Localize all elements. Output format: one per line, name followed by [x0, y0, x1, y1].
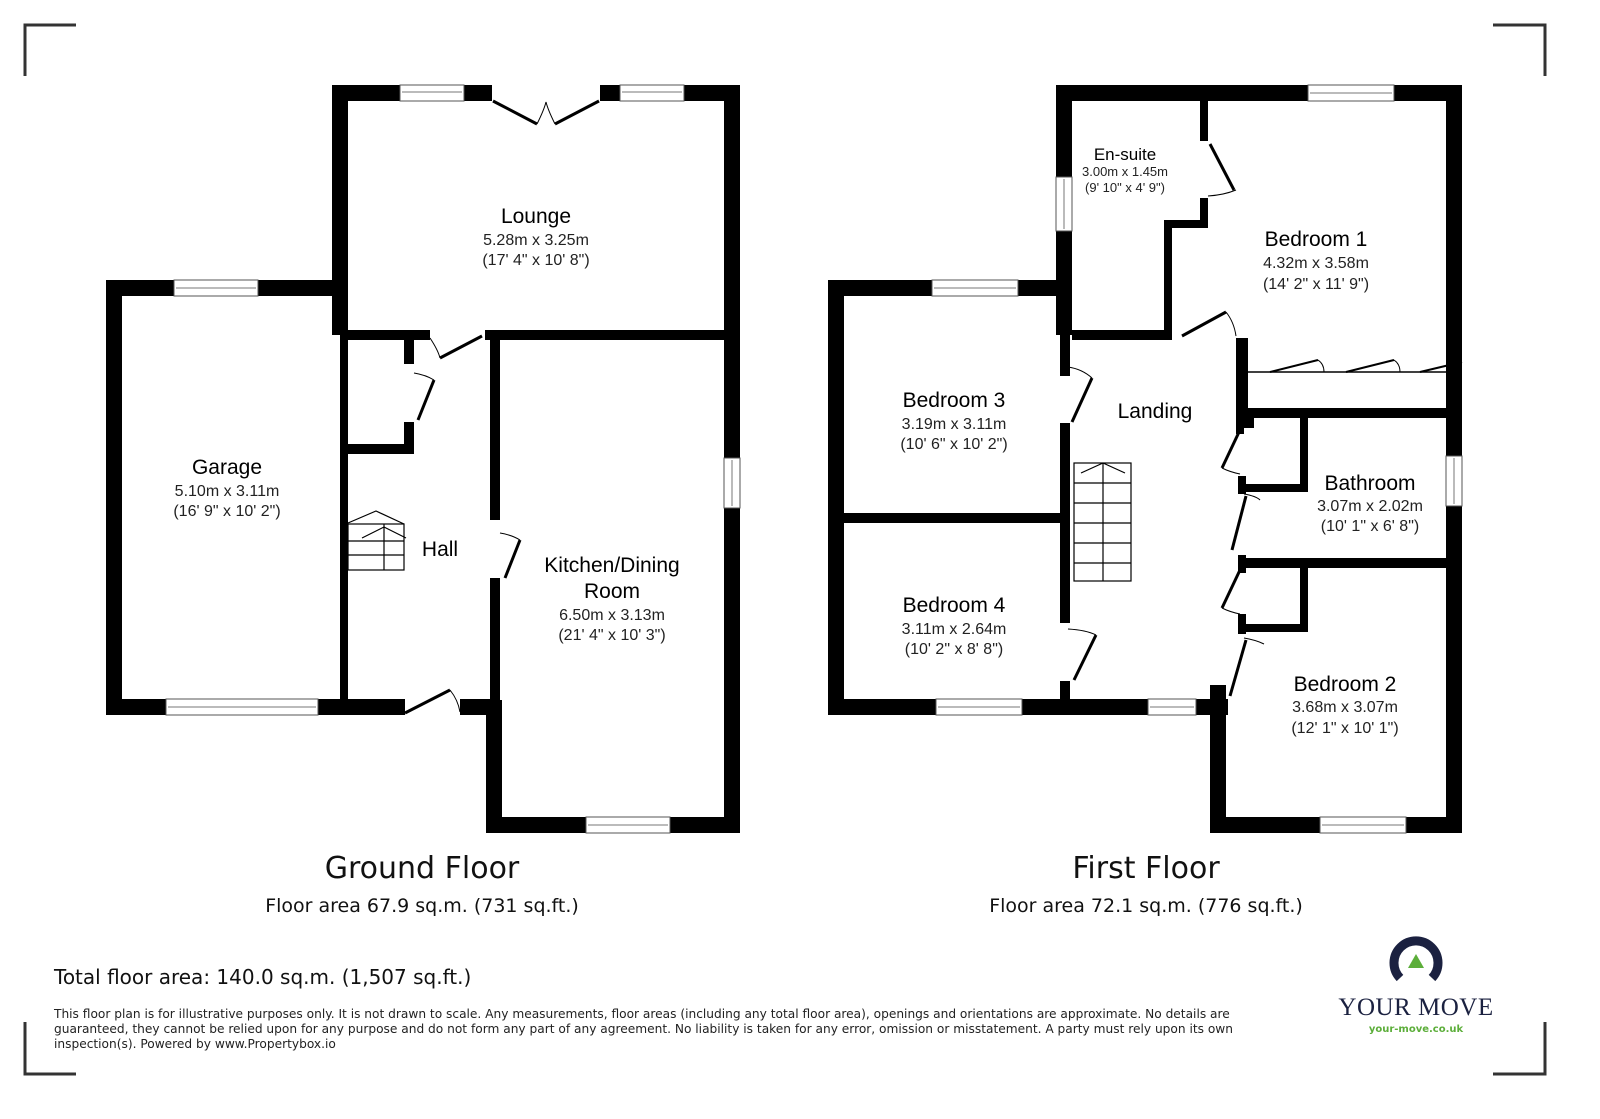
- door: [1230, 495, 1248, 551]
- door: [1220, 429, 1242, 469]
- logo-wordmark: YOUR MOVE: [1338, 994, 1494, 1021]
- room-ensuite-metric: 3.00m x 1.45m: [1082, 164, 1168, 179]
- room-kitchen-imperial: (21' 4" x 10' 3"): [558, 627, 665, 644]
- door: [1220, 569, 1242, 609]
- room-bedroom3-name: Bedroom 3: [903, 389, 1006, 412]
- window: [399, 84, 465, 102]
- room-bedroom1-metric: 4.32m x 3.58m: [1263, 255, 1369, 272]
- door: [1208, 143, 1236, 191]
- door: [1181, 310, 1227, 338]
- french-door: [492, 99, 538, 126]
- room-lounge-imperial: (17' 4" x 10' 8"): [482, 252, 589, 269]
- room-lounge-metric: 5.28m x 3.25m: [483, 232, 589, 249]
- ground-floor-title: Ground Floor: [324, 851, 520, 886]
- room-bedroom4-metric: 3.11m x 2.64m: [902, 621, 1007, 638]
- room-bathroom-name: Bathroom: [1324, 472, 1415, 495]
- room-bathroom-imperial: (10' 1" x 6' 8"): [1321, 518, 1419, 535]
- room-ensuite-imperial: (9' 10" x 4' 9"): [1085, 180, 1165, 195]
- room-bedroom1-name: Bedroom 1: [1265, 228, 1368, 251]
- stairs: [1073, 462, 1132, 582]
- your-move-logo-icon: [1389, 936, 1443, 982]
- ground-floor-plan: Lounge 5.28m x 3.25m (17' 4" x 10' 8") G…: [106, 84, 741, 834]
- first-floor-area: Floor area 72.1 sq.m. (776 sq.ft.): [989, 895, 1303, 917]
- door: [1228, 639, 1248, 697]
- room-bedroom2-metric: 3.68m x 3.07m: [1292, 699, 1398, 716]
- room-bedroom1-imperial: (14' 2" x 11' 9"): [1263, 276, 1369, 293]
- ground-floor-area: Floor area 67.9 sq.m. (731 sq.ft.): [265, 895, 579, 917]
- door: [1072, 634, 1098, 681]
- room-kitchen-metric: 6.50m x 3.13m: [559, 607, 665, 624]
- room-bedroom3-metric: 3.19m x 3.11m: [902, 416, 1007, 433]
- first-floor-plan: En-suite 3.00m x 1.45m (9' 10" x 4' 9") …: [828, 84, 1463, 834]
- room-bedroom2-name: Bedroom 2: [1294, 673, 1397, 696]
- room-bathroom-metric: 3.07m x 2.02m: [1317, 498, 1423, 515]
- door: [1070, 377, 1094, 423]
- room-garage-name: Garage: [192, 456, 262, 479]
- window: [619, 84, 685, 102]
- room-landing-name: Landing: [1118, 400, 1193, 423]
- room-kitchen-name-1: Kitchen/Dining: [544, 554, 679, 577]
- door: [439, 334, 483, 360]
- room-lounge-name: Lounge: [501, 205, 571, 228]
- room-bedroom2-imperial: (12' 1" x 10' 1"): [1291, 720, 1398, 737]
- front-door: [404, 688, 451, 715]
- first-floor-title: First Floor: [1072, 851, 1220, 886]
- corner-brackets: [23, 23, 1547, 1076]
- stairs: [347, 510, 407, 571]
- disclaimer-text: This floor plan is for illustrative purp…: [54, 1007, 1233, 1051]
- room-kitchen-name-2: Room: [584, 580, 640, 603]
- room-ensuite-name: En-suite: [1094, 145, 1156, 164]
- room-garage-metric: 5.10m x 3.11m: [175, 483, 280, 500]
- total-floor-area: Total floor area: 140.0 sq.m. (1,507 sq.…: [54, 965, 472, 989]
- room-hall-name: Hall: [422, 538, 458, 561]
- room-bedroom4-name: Bedroom 4: [903, 594, 1006, 617]
- wardrobe-doors: [1269, 359, 1463, 373]
- logo-url: your-move.co.uk: [1368, 1024, 1464, 1035]
- door: [416, 379, 436, 421]
- your-move-logo: YOUR MOVE your-move.co.uk: [1336, 932, 1496, 1035]
- room-bedroom3-imperial: (10' 6" x 10' 2"): [900, 436, 1007, 453]
- door: [503, 539, 522, 579]
- room-garage-imperial: (16' 9" x 10' 2"): [173, 503, 280, 520]
- room-bedroom4-imperial: (10' 2" x 8' 8"): [905, 641, 1003, 658]
